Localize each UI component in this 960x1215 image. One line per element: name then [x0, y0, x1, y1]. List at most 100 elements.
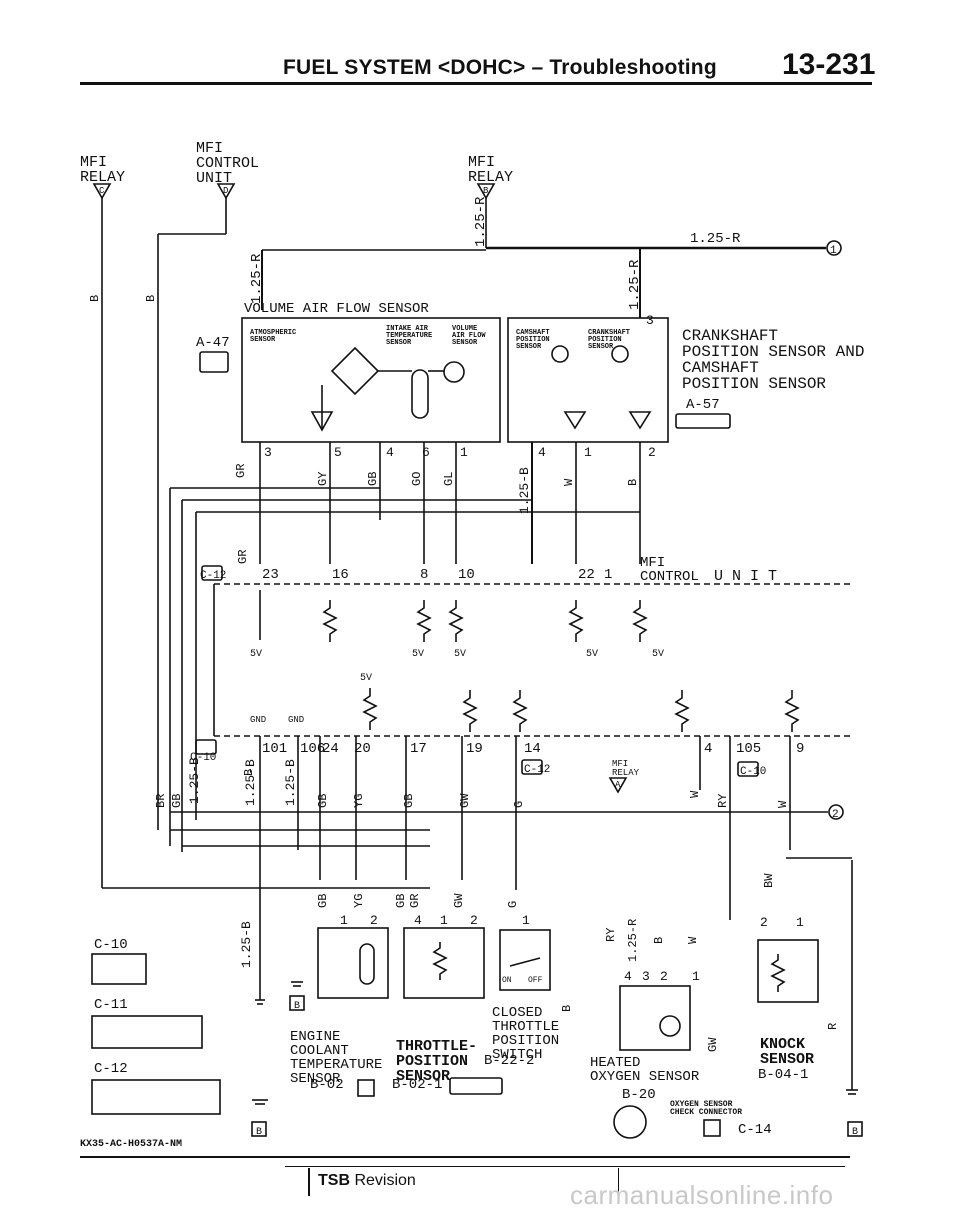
ctps-connector: B-22-2: [484, 1053, 534, 1069]
ground-tag: [251, 1121, 267, 1137]
svg-text:2: 2: [660, 969, 668, 984]
svg-text:GW: GW: [706, 1037, 720, 1052]
crank-pins: 3 4 1 2: [538, 313, 656, 460]
svg-text:BW: BW: [762, 873, 776, 888]
svg-text:GND: GND: [250, 715, 266, 725]
o2-check-connector: C-14: [738, 1122, 772, 1138]
marker-1: [826, 240, 842, 256]
ect-sensor-box: [317, 927, 389, 999]
svg-text:1.25-B: 1.25-B: [187, 757, 202, 804]
ground-tag: [289, 995, 305, 1011]
ecu-top-pin: D: [223, 186, 228, 196]
svg-text:19: 19: [466, 741, 483, 757]
svg-text:1: 1: [584, 445, 592, 460]
ecu-connector-mid: C-12: [524, 764, 550, 776]
footer-rule-2: [285, 1166, 845, 1167]
svg-text:R: R: [826, 1023, 840, 1030]
svg-text:GR: GR: [234, 464, 248, 478]
thermistor-icon: [411, 369, 429, 419]
c11-connector-face: [91, 1015, 203, 1049]
o2-sensor-box: [619, 985, 691, 1051]
connector-icon: [357, 1079, 375, 1097]
svg-text:GND: GND: [288, 715, 304, 725]
svg-text:G: G: [512, 801, 526, 808]
ecu-connector-right: C-10: [740, 766, 766, 778]
svg-text:9: 9: [796, 741, 804, 757]
svg-text:W: W: [562, 478, 576, 486]
sensor-icon: [443, 361, 465, 383]
c10-label: C-10: [94, 937, 128, 953]
svg-text:GB: GB: [316, 794, 330, 808]
c12-connector-face: [91, 1079, 221, 1115]
svg-text:2: 2: [760, 915, 768, 930]
svg-text:3: 3: [264, 445, 272, 460]
svg-text:2: 2: [832, 809, 839, 821]
svg-text:B: B: [560, 1005, 574, 1012]
connector-icon: [737, 761, 759, 777]
thermistor-icon: [359, 943, 375, 985]
svg-text:22: 22: [578, 567, 595, 583]
knock-element-icon: [770, 954, 786, 992]
header-rule: [80, 82, 872, 85]
svg-text:1: 1: [440, 913, 448, 928]
svg-text:8: 8: [420, 567, 428, 583]
footer-rule: [80, 1156, 850, 1158]
svg-text:GY: GY: [316, 472, 330, 486]
relay-left-pin: C: [99, 186, 105, 196]
svg-text:4: 4: [414, 913, 422, 928]
svg-text:B: B: [626, 479, 640, 486]
svg-text:1: 1: [522, 913, 530, 928]
crank-cam-sensor-box: [507, 317, 669, 443]
heater-icon: [659, 1015, 681, 1037]
svg-text:4: 4: [624, 969, 632, 984]
connector-icon: [521, 759, 543, 775]
svg-text:1: 1: [460, 445, 468, 460]
svg-text:3: 3: [642, 969, 650, 984]
svg-text:16: 16: [332, 567, 349, 583]
svg-text:1: 1: [692, 969, 700, 984]
marker-2: [828, 804, 844, 820]
svg-text:5V: 5V: [454, 649, 466, 660]
svg-text:1.25-R: 1.25-R: [626, 919, 640, 962]
ecu-upper-pins: 23 16 8 10 22 1: [262, 567, 612, 583]
svg-text:GW: GW: [452, 893, 466, 908]
svg-text:GO: GO: [410, 472, 424, 486]
tsb-revision: TSB Revision: [318, 1172, 416, 1189]
wire-label: 1.25-R: [473, 196, 489, 247]
svg-text:W: W: [686, 936, 700, 944]
svg-text:2: 2: [370, 913, 378, 928]
ctps-switch-box: [499, 929, 551, 991]
c11-label: C-11: [94, 997, 128, 1013]
svg-text:YG: YG: [352, 894, 366, 908]
svg-text:OFF: OFF: [528, 976, 543, 985]
svg-text:5V: 5V: [250, 649, 262, 660]
bridge-circuit: [330, 346, 380, 396]
svg-text:B: B: [652, 937, 666, 944]
tps-connector: B-02-1: [392, 1077, 442, 1093]
svg-text:A: A: [615, 780, 621, 790]
ground-tag: [847, 1121, 863, 1137]
ecu-connector-lower: C-10: [190, 752, 216, 764]
knock-connector: B-04-1: [758, 1067, 808, 1083]
ecu-label-unit: U N I T: [714, 568, 777, 585]
wire-label: 1.25-R: [627, 259, 643, 310]
svg-text:RY: RY: [716, 794, 730, 808]
svg-text:GB: GB: [316, 894, 330, 908]
amp-icon: [310, 411, 334, 432]
svg-text:3: 3: [646, 313, 654, 328]
svg-text:17: 17: [410, 741, 427, 757]
svg-text:1: 1: [830, 245, 837, 257]
svg-text:1: 1: [604, 567, 612, 583]
